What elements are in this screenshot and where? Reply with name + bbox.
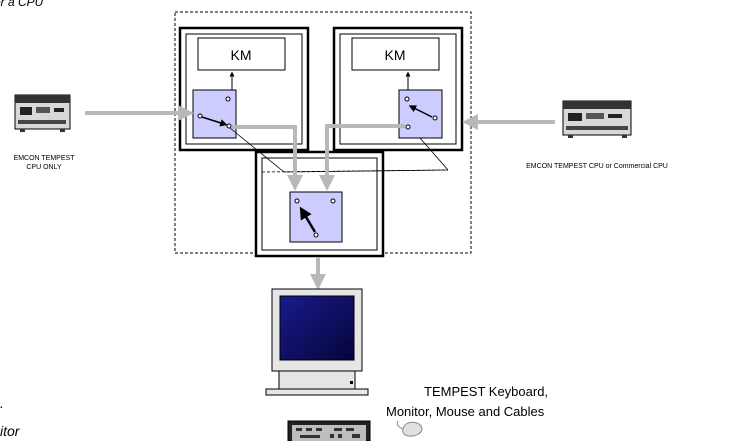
left-cpu-label-line1: EMCON TEMPEST — [14, 155, 76, 162]
partial-top-left-text: or a CPU — [0, 0, 44, 9]
peripherals-label-line2: Monitor, Mouse and Cables — [386, 404, 545, 419]
left-km-unit: KM — [178, 26, 310, 152]
right-control-line — [419, 137, 449, 171]
right-cpu-label: EMCON TEMPEST CPU or Commercial CPU — [526, 163, 668, 170]
monitor-icon — [265, 288, 369, 396]
right-km-unit: KM — [332, 26, 464, 152]
peripherals-label-line1: TEMPEST Keyboard, — [424, 384, 548, 399]
left-cpu-icon — [14, 94, 71, 132]
left-km-box — [197, 37, 286, 71]
video-switch-unit — [254, 150, 385, 258]
right-km-box — [351, 37, 440, 71]
right-cpu-icon — [562, 100, 632, 138]
right-km-label: KM — [385, 47, 406, 63]
left-km-label: KM — [231, 47, 252, 63]
right-video-path — [319, 124, 405, 191]
partial-bottom-left-1: . — [0, 395, 4, 411]
left-cpu-label-line2: CPU ONLY — [26, 164, 62, 171]
partial-bottom-left-2: itor — [0, 423, 21, 439]
left-video-path — [232, 125, 303, 191]
mouse-icon — [396, 420, 423, 437]
keyboard-icon — [287, 420, 371, 441]
